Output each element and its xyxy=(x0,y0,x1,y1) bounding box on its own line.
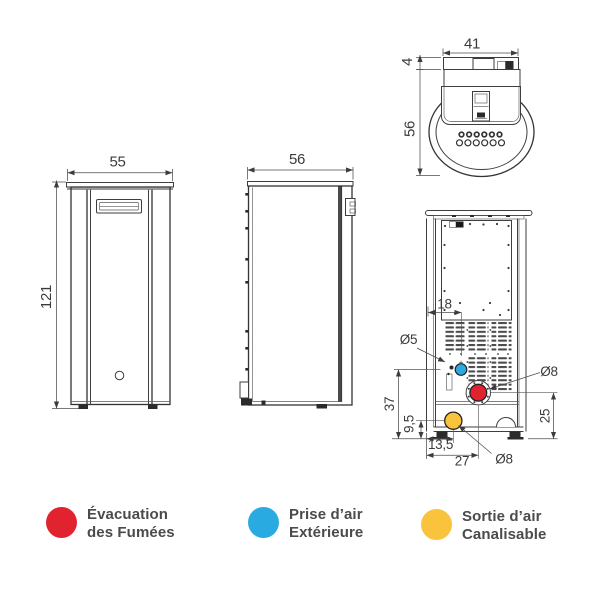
side-back-edge-fixings xyxy=(245,193,249,371)
back-view: 18 Ø5 37 9,5 13,5 27 Ø8 Ø8 25 xyxy=(382,210,558,469)
dim-back-flue-diameter-label: Ø8 xyxy=(540,364,557,379)
dim-back-duct-diameter-label: Ø8 xyxy=(495,452,512,467)
back-rating-plate xyxy=(449,221,464,228)
dim-front-height-label: 121 xyxy=(38,285,55,309)
front-foot-left xyxy=(78,404,88,409)
dim-front-width-label: 55 xyxy=(109,154,125,171)
dim-back-duct-offset-label: 13,5 xyxy=(428,437,453,452)
front-view: 55 121 xyxy=(38,154,174,409)
side-rear-bracket xyxy=(239,381,249,399)
top-switch xyxy=(505,61,514,70)
front-top-plate xyxy=(66,182,174,188)
side-handle-bracket xyxy=(345,198,356,216)
dim-back-flue-offset-label: 27 xyxy=(455,454,469,469)
front-body xyxy=(70,186,171,406)
top-control-display xyxy=(472,91,490,122)
dim-side-depth-label: 56 xyxy=(289,151,305,168)
air-intake-port xyxy=(447,360,468,376)
front-foot-right xyxy=(148,404,158,409)
dim-back-duct-height-label: 9,5 xyxy=(402,415,417,433)
dim-back-flue-height-label: 25 xyxy=(538,409,553,423)
ductable-air-port xyxy=(444,411,463,430)
front-air-slot xyxy=(96,199,142,214)
top-view: 41 4 56 xyxy=(399,36,535,178)
side-body xyxy=(247,185,353,406)
dim-back-air-diameter-label: Ø5 xyxy=(400,332,417,347)
side-top-plate xyxy=(247,181,354,187)
back-foot-left xyxy=(436,431,448,437)
front-door-knob xyxy=(114,370,125,381)
dim-back-air-height-label: 37 xyxy=(382,397,397,411)
back-foot-right xyxy=(509,431,521,437)
dim-top-lip-label: 4 xyxy=(399,58,416,66)
side-front-edge xyxy=(338,186,343,402)
dim-top-depth-label: 56 xyxy=(402,121,419,137)
back-knockout-hole xyxy=(496,417,516,428)
back-top-plate xyxy=(425,210,533,216)
top-display-housing xyxy=(472,58,495,70)
dim-top-width-label: 41 xyxy=(464,36,480,53)
side-view: 56 xyxy=(239,151,356,409)
back-panel xyxy=(441,220,512,321)
back-panel-screws xyxy=(443,222,510,317)
flue-port xyxy=(465,380,491,406)
side-front-foot xyxy=(316,404,327,409)
dim-back-air-offset-label: 18 xyxy=(437,297,451,312)
top-vent-holes xyxy=(455,131,506,147)
